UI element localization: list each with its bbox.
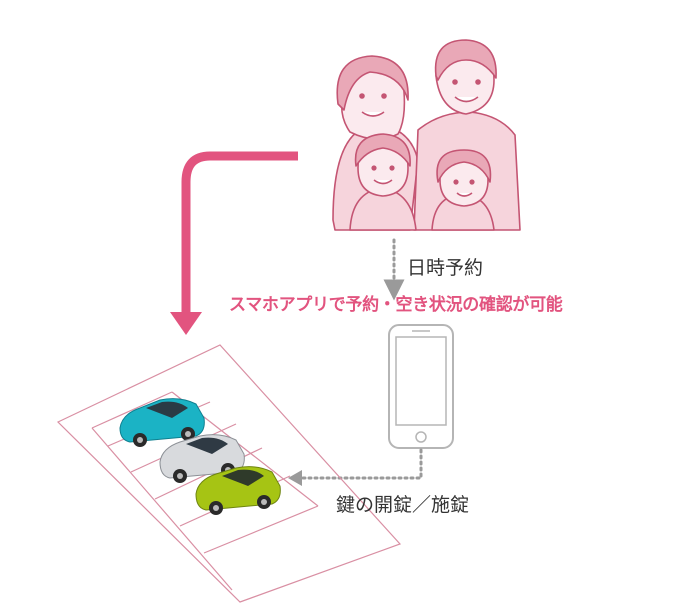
car-lime-icon bbox=[195, 466, 281, 515]
smartphone-icon bbox=[388, 324, 454, 449]
app-feature-label: スマホアプリで予約・空き状況の確認が可能 bbox=[229, 295, 563, 315]
family-illustration-icon bbox=[332, 39, 521, 231]
car-teal-icon bbox=[119, 398, 205, 447]
reservation-label: 日時予約 bbox=[407, 257, 484, 279]
car-silver-icon bbox=[159, 434, 245, 483]
dotted-arrow-left bbox=[288, 448, 423, 486]
pink-flow-arrow bbox=[170, 151, 298, 335]
lock-unlock-label: 鍵の開錠／施錠 bbox=[336, 494, 470, 516]
